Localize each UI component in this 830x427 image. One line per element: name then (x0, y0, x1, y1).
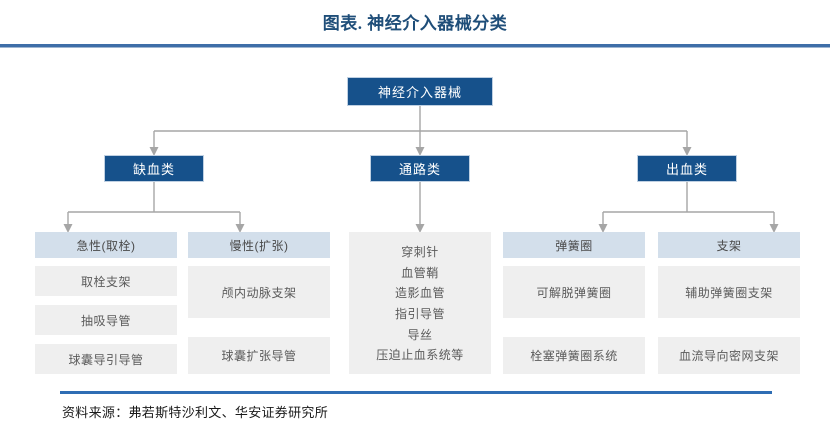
list-item-label: 导丝 (407, 327, 433, 342)
list-item-label: 辅助弹簧圈支架 (685, 285, 773, 300)
list-item-label: 穿刺针 (401, 245, 439, 260)
list-item-label: 球囊扩张导管 (221, 349, 297, 363)
list-item[interactable]: 球囊导引导管 (35, 344, 177, 374)
list-item-label: 球囊导引导管 (68, 352, 144, 367)
column-header-label: 弹簧圈 (555, 238, 593, 253)
list-item-label: 栓塞弹簧圈系统 (530, 349, 618, 363)
list-item[interactable]: 颅内动脉支架 (188, 266, 330, 318)
list-item[interactable]: 辅助弹簧圈支架 (658, 266, 800, 318)
page-title: 图表. 神经介入器械分类 (322, 13, 508, 33)
list-item-label: 压迫止血系统等 (376, 348, 464, 363)
list-item-label: 指引导管 (394, 307, 445, 321)
list-item[interactable]: 抽吸导管 (35, 305, 177, 335)
footer-divider (60, 391, 772, 394)
node-level2-label: 通路类 (398, 162, 441, 177)
list-item[interactable]: 取栓支架 (35, 266, 177, 296)
list-item[interactable]: 可解脱弹簧圈 (503, 266, 645, 318)
node-level2-access[interactable]: 通路类 (370, 155, 470, 182)
column-header-label: 支架 (716, 238, 742, 253)
list-item-label: 颅内动脉支架 (221, 285, 297, 300)
node-level2-label: 出血类 (665, 162, 708, 177)
column-header-chronic[interactable]: 慢性(扩张) (188, 232, 330, 258)
org-chart-canvas: 神经介入器械 缺血类 通路类 出血类 急性(取栓) 取栓支架 抽吸导管 球囊导引… (0, 52, 830, 382)
chart-title-bar: 图表. 神经介入器械分类 (0, 0, 830, 42)
list-item-label: 血管鞘 (401, 265, 439, 280)
list-item-label: 取栓支架 (80, 274, 131, 289)
node-level2-ischemic[interactable]: 缺血类 (104, 155, 204, 182)
node-level2-hemorrhagic[interactable]: 出血类 (637, 155, 737, 182)
column-header-label: 慢性(扩张) (229, 238, 289, 253)
list-item[interactable]: 球囊扩张导管 (188, 337, 330, 374)
node-root-label: 神经介入器械 (377, 85, 462, 100)
column-header-stent[interactable]: 支架 (658, 232, 800, 258)
source-note: 资料来源：弗若斯特沙利文、华安证券研究所 (62, 405, 329, 420)
list-item[interactable]: 血流导向密网支架 (658, 337, 800, 374)
column-header-label: 急性(取栓) (76, 238, 136, 253)
node-root[interactable]: 神经介入器械 (347, 77, 493, 106)
access-device-list[interactable]: 穿刺针 血管鞘 造影血管 指引导管 导丝 压迫止血系统等 (349, 232, 491, 374)
list-item[interactable]: 栓塞弹簧圈系统 (503, 337, 645, 374)
column-header-acute[interactable]: 急性(取栓) (35, 232, 177, 258)
list-item-label: 血流导向密网支架 (678, 349, 779, 363)
list-item-label: 造影血管 (394, 286, 445, 301)
list-item-label: 可解脱弹簧圈 (536, 285, 612, 300)
node-level2-label: 缺血类 (132, 162, 175, 177)
list-item-label: 抽吸导管 (80, 313, 131, 328)
connector-lines (63, 105, 779, 233)
title-divider-thin (0, 47, 830, 48)
column-header-coil[interactable]: 弹簧圈 (503, 232, 645, 258)
title-divider (0, 44, 830, 47)
